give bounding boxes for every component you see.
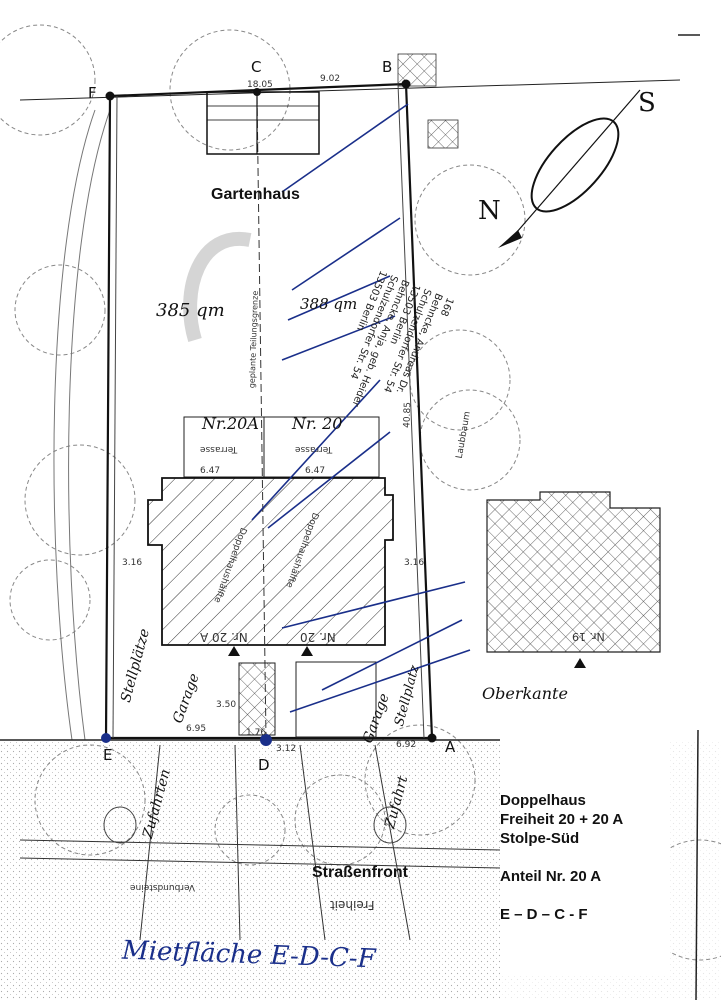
handwritten-area-right: 388 qm [300, 295, 358, 313]
legend-share: Anteil Nr. 20 A [500, 868, 602, 885]
paving-label: Verbundsteine [130, 882, 196, 892]
entrance-markers [228, 646, 586, 668]
point-e-marker [101, 733, 111, 743]
margin-lines [678, 34, 700, 1000]
garden-arc [183, 231, 252, 343]
dimension-312: 3.12 [276, 744, 297, 754]
shed-box-small [427, 119, 459, 149]
terrace-20 [263, 416, 380, 478]
dimension-695: 6.95 [186, 724, 207, 734]
handwritten-edge-note: Oberkante [482, 684, 568, 703]
dimension-1805: 18.05 [247, 80, 273, 90]
point-label-d: D [258, 756, 270, 774]
dimension-647-left: 6.47 [200, 466, 221, 476]
unit-20-print-label: Nr. 20 [300, 630, 336, 644]
garden-house-label: Gartenhaus [211, 186, 300, 203]
top-fence [19, 79, 681, 101]
point-label-c: C [251, 58, 262, 76]
street-ovals [103, 806, 407, 844]
corner-points [101, 79, 437, 746]
handwritten-lines [251, 103, 471, 713]
point-label-a: A [445, 738, 456, 756]
neighbor-unit-label: Nr. 19 [572, 630, 605, 643]
compass-north-label: N [478, 196, 501, 226]
inner-right-boundary [397, 83, 425, 739]
legend-corner-points: E – D – C - F [500, 906, 588, 923]
driveway-lines [19, 744, 501, 941]
garden-path-outer [53, 109, 96, 741]
neighbor-building [486, 491, 661, 653]
parking-box-left [238, 662, 276, 736]
street-name-label: Freiheit [330, 898, 375, 912]
legend-location: Stolpe-Süd [500, 830, 580, 847]
dimension-316-left: 3.16 [122, 558, 143, 568]
point-label-b: B [382, 58, 393, 76]
terrace-label-right: Terrasse [295, 444, 333, 454]
compass-south-label: S [638, 88, 656, 118]
inner-left-boundary [112, 95, 118, 739]
double-house-building [147, 477, 394, 646]
point-a-marker [427, 733, 437, 743]
legend-address: Freiheit 20 + 20 A [500, 811, 624, 828]
dimension-647-right: 6.47 [305, 466, 326, 476]
dimension-902: 9.02 [320, 74, 341, 84]
unit-20a-print-label: Nr. 20 A [200, 630, 248, 644]
dimension-176: 1.76 [246, 728, 267, 738]
point-b-marker [401, 79, 411, 89]
compass-icon [498, 89, 641, 248]
handwritten-unit-20: Nr. 20 [292, 414, 343, 433]
garden-path [68, 109, 111, 741]
handwritten-area-left: 385 qm [156, 300, 225, 321]
dimension-4085: 40.85 [402, 401, 414, 429]
tree-canopies [0, 24, 721, 961]
terrace-label-left: Terrasse [200, 444, 238, 454]
dimension-316-right: 3.16 [404, 558, 425, 568]
garden-house [206, 91, 320, 155]
point-f-marker [105, 91, 115, 101]
point-c-marker [253, 88, 261, 96]
dimension-692: 6.92 [396, 740, 417, 750]
legend-box: Doppelhaus Freiheit 20 + 20 A Stolpe-Süd… [500, 725, 670, 975]
legend-title: Doppelhaus [500, 792, 586, 809]
point-label-f: F [88, 84, 97, 102]
point-d-marker [260, 734, 272, 746]
street-front-label: Straßenfront [312, 864, 408, 881]
street-area [0, 740, 500, 1000]
point-label-e: E [103, 746, 113, 764]
dimension-350: 3.50 [216, 700, 237, 710]
handwritten-unit-20a: Nr.20A [202, 414, 259, 433]
garage-right [295, 661, 377, 738]
